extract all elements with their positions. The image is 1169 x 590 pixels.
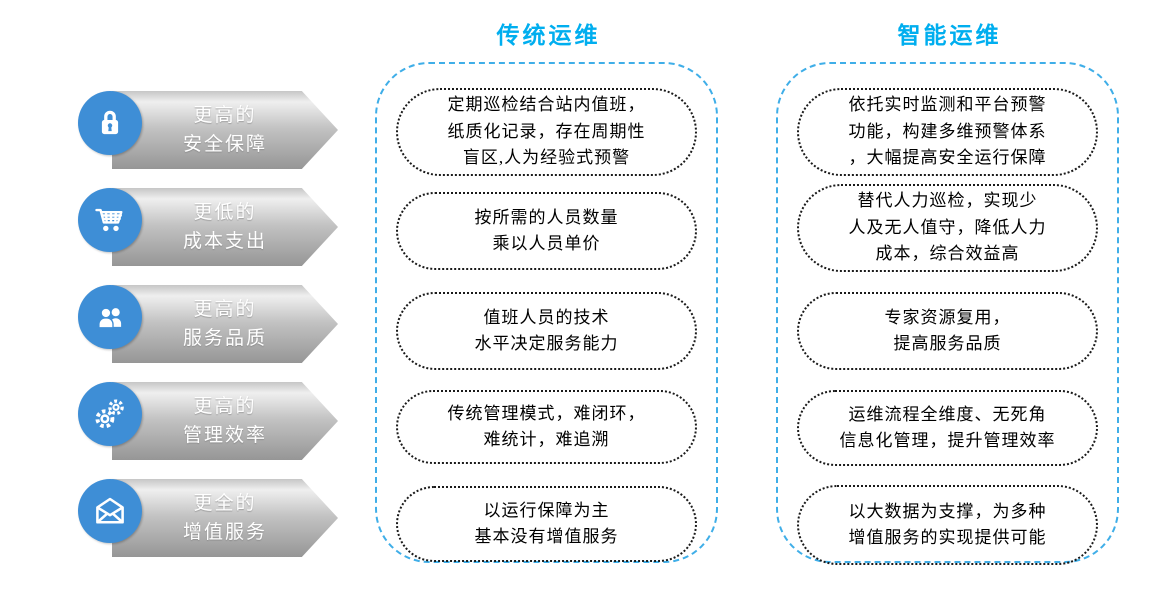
smart-box-management: 运维流程全维度、无死角 信息化管理，提升管理效率 [797, 390, 1098, 466]
traditional-box-value: 以运行保障为主 基本没有增值服务 [396, 486, 697, 562]
lock-icon [78, 91, 142, 155]
category-banner: 更全的 增值服务 [112, 479, 338, 557]
smart-container: 依托实时监测和平台预警 功能，构建多维预警体系 ，大幅提高安全运行保障 替代人力… [776, 62, 1119, 565]
category-label: 更低的 成本支出 [182, 201, 267, 252]
category-banner: 更低的 成本支出 [112, 188, 338, 266]
category-row-value-added: 更全的 增值服务 [0, 479, 360, 557]
category-label: 更高的 服务品质 [182, 298, 267, 349]
traditional-box-service: 值班人员的技术 水平决定服务能力 [396, 292, 697, 370]
category-label: 更高的 管理效率 [182, 395, 267, 446]
category-banner: 更高的 服务品质 [112, 285, 338, 363]
smart-title: 智能运维 [897, 22, 1002, 48]
smart-box-value: 以大数据为支撑，为多种 增值服务的实现提供可能 [797, 485, 1098, 565]
traditional-container: 定期巡检结合站内值班， 纸质化记录，存在周期性 盲区,人为经验式预警 按所需的人… [375, 62, 718, 563]
category-banner: 更高的 安全保障 [112, 91, 338, 169]
traditional-box-security: 定期巡检结合站内值班， 纸质化记录，存在周期性 盲区,人为经验式预警 [396, 88, 697, 176]
category-row-service: 更高的 服务品质 [0, 285, 360, 363]
column-smart: 智能运维 依托实时监测和平台预警 功能，构建多维预警体系 ，大幅提高安全运行保障… [776, 0, 1123, 590]
traditional-box-management: 传统管理模式，难闭环， 难统计，难追溯 [396, 390, 697, 464]
envelope-icon [78, 479, 142, 543]
smart-box-cost: 替代人力巡检，实现少 人及无人值守，降低人力 成本，综合效益高 [797, 184, 1098, 272]
cart-icon [78, 188, 142, 252]
category-row-management: 更高的 管理效率 [0, 382, 360, 460]
smart-box-security: 依托实时监测和平台预警 功能，构建多维预警体系 ，大幅提高安全运行保障 [797, 88, 1098, 176]
traditional-title: 传统运维 [496, 22, 601, 48]
smart-box-service: 专家资源复用， 提高服务品质 [797, 292, 1098, 370]
category-banner: 更高的 管理效率 [112, 382, 338, 460]
category-row-security: 更高的 安全保障 [0, 91, 360, 169]
category-label: 更全的 增值服务 [182, 492, 267, 543]
category-row-cost: 更低的 成本支出 [0, 188, 360, 266]
traditional-box-cost: 按所需的人员数量 乘以人员单价 [396, 192, 697, 270]
gears-icon [78, 382, 142, 446]
users-icon [78, 285, 142, 349]
category-label: 更高的 安全保障 [182, 104, 267, 155]
column-traditional: 传统运维 定期巡检结合站内值班， 纸质化记录，存在周期性 盲区,人为经验式预警 … [375, 0, 722, 590]
